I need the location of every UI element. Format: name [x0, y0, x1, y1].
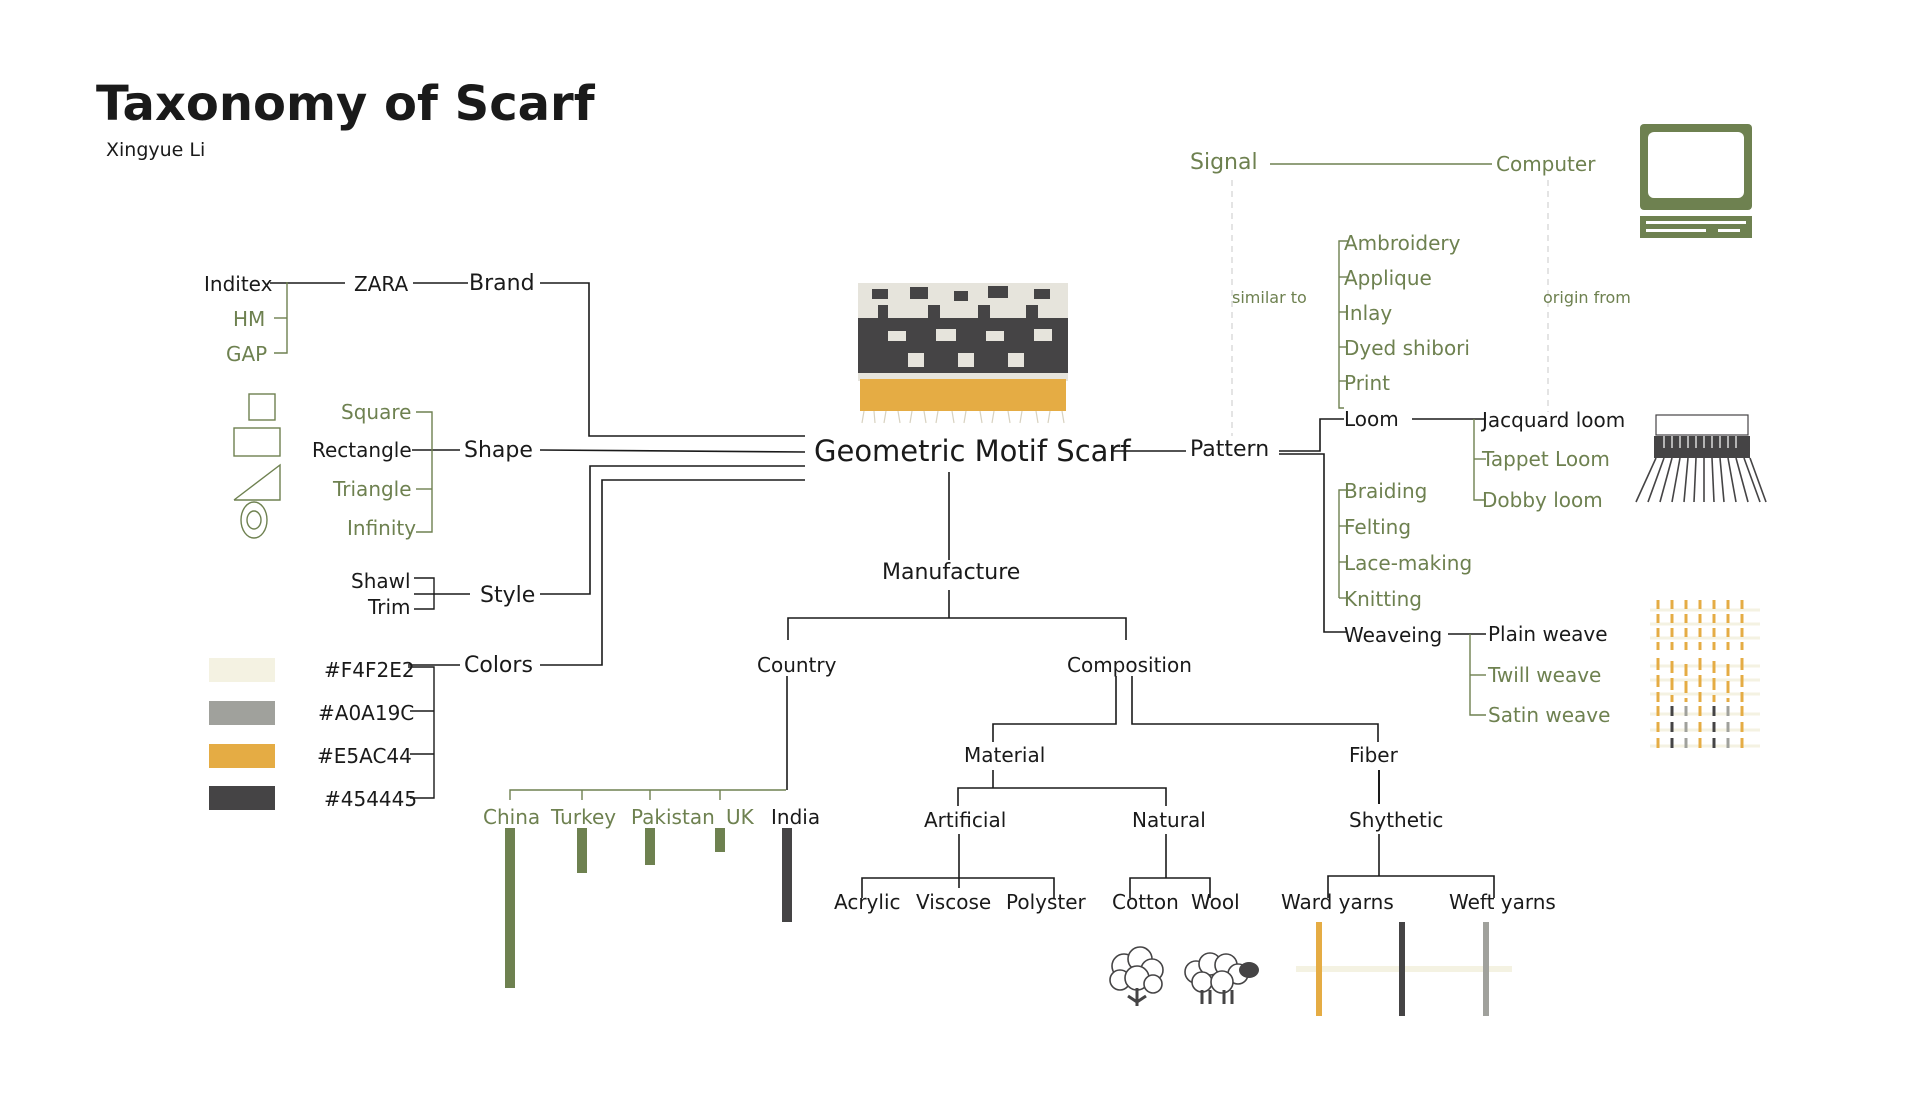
weave-plain: Plain weave	[1488, 622, 1608, 646]
material-polyster: Polyster	[1006, 890, 1086, 914]
color-hex-3: #E5AC44	[317, 744, 412, 768]
loom-tappet: Tappet Loom	[1482, 447, 1610, 471]
artificial-label: Artificial	[924, 808, 1007, 832]
textile-knitting: Knitting	[1344, 587, 1422, 611]
weave-satin: Satin weave	[1488, 703, 1611, 727]
company-hm: HM	[233, 307, 266, 331]
manufacture-label: Manufacture	[882, 560, 1021, 585]
weave-twill: Twill weave	[1488, 663, 1602, 687]
textile-felting: Felting	[1344, 515, 1412, 539]
natural-label: Natural	[1132, 808, 1206, 832]
material-label: Material	[964, 743, 1046, 767]
shape-rectangle: Rectangle	[312, 438, 412, 462]
shape-triangle: Triangle	[333, 477, 412, 501]
loom-jacquard: Jacquard loom	[1482, 408, 1626, 432]
country-bar-uk	[715, 828, 725, 852]
country-bar-pakistan	[645, 828, 655, 865]
synthetic-label: Shythetic	[1349, 808, 1444, 832]
material-wool: Wool	[1191, 890, 1240, 914]
loom-icon	[1635, 414, 1767, 503]
color-swatch-gray	[209, 701, 275, 725]
technique-print: Print	[1344, 371, 1391, 395]
country-china: China	[483, 805, 541, 829]
page-title: Taxonomy of Scarf	[96, 76, 595, 132]
textile-braiding: Braiding	[1344, 479, 1428, 503]
country-label: Country	[757, 653, 837, 677]
composition-label: Composition	[1067, 653, 1192, 677]
brand-label: Brand	[469, 271, 535, 296]
technique-applique: Applique	[1344, 266, 1432, 290]
pattern-label: Pattern	[1190, 437, 1270, 462]
computer-icon	[1640, 124, 1752, 238]
shape-square: Square	[341, 400, 412, 424]
colors-label: Colors	[464, 653, 533, 678]
computer-label: Computer	[1496, 152, 1596, 176]
company-inditex: Inditex	[204, 272, 273, 296]
fiber-weft-yarns: Weft yarns	[1449, 890, 1556, 914]
shape-label: Shape	[464, 438, 533, 463]
fiber-label: Fiber	[1349, 743, 1398, 767]
country-bar-turkey	[577, 828, 587, 873]
style-label: Style	[480, 583, 536, 608]
color-hex-4: #454445	[324, 787, 418, 811]
country-bar-china	[505, 828, 515, 988]
loom-dobby: Dobby loom	[1482, 488, 1603, 512]
twill-weave-icon	[1650, 658, 1760, 702]
country-bar-india	[782, 828, 792, 922]
color-hex-1: #F4F2E2	[324, 658, 415, 682]
yarn-icon	[1296, 922, 1512, 1016]
technique-inlay: Inlay	[1344, 301, 1393, 325]
color-hex-2: #A0A19C	[318, 701, 415, 725]
shapes-icon	[233, 393, 281, 539]
color-swatch-cream	[209, 658, 275, 682]
technique-ambroidery: Ambroidery	[1344, 231, 1461, 255]
loom-label: Loom	[1344, 407, 1399, 431]
color-swatch-dark	[209, 786, 275, 810]
plain-weave-icon	[1650, 600, 1760, 650]
material-cotton: Cotton	[1112, 890, 1179, 914]
scarf-image	[858, 283, 1068, 424]
country-uk: UK	[726, 805, 754, 829]
material-acrylic: Acrylic	[834, 890, 901, 914]
cotton-icon	[1109, 946, 1164, 1006]
sheep-icon	[1184, 952, 1259, 1004]
material-viscose: Viscose	[916, 890, 992, 914]
company-gap: GAP	[226, 342, 268, 366]
country-india: India	[771, 805, 821, 829]
satin-weave-icon	[1650, 706, 1760, 754]
zara-label: ZARA	[354, 272, 409, 296]
shape-infinity: Infinity	[347, 516, 417, 540]
textile-lace-making: Lace-making	[1344, 551, 1473, 575]
style-trim: Trim	[368, 595, 411, 619]
signal-label: Signal	[1190, 150, 1258, 175]
color-swatch-yellow	[209, 744, 275, 768]
weaving-label: Weaveing	[1344, 623, 1443, 647]
origin-from-label: origin from	[1543, 288, 1631, 307]
fiber-ward-yarns: Ward yarns	[1281, 890, 1394, 914]
similar-to-label: similar to	[1232, 288, 1307, 307]
style-shawl: Shawl	[351, 569, 411, 593]
author-name: Xingyue Li	[106, 139, 206, 161]
technique-dyed-shibori: Dyed shibori	[1344, 336, 1470, 360]
center-node: Geometric Motif Scarf	[814, 434, 1131, 468]
country-pakistan: Pakistan	[631, 805, 715, 829]
country-turkey: Turkey	[551, 805, 617, 829]
